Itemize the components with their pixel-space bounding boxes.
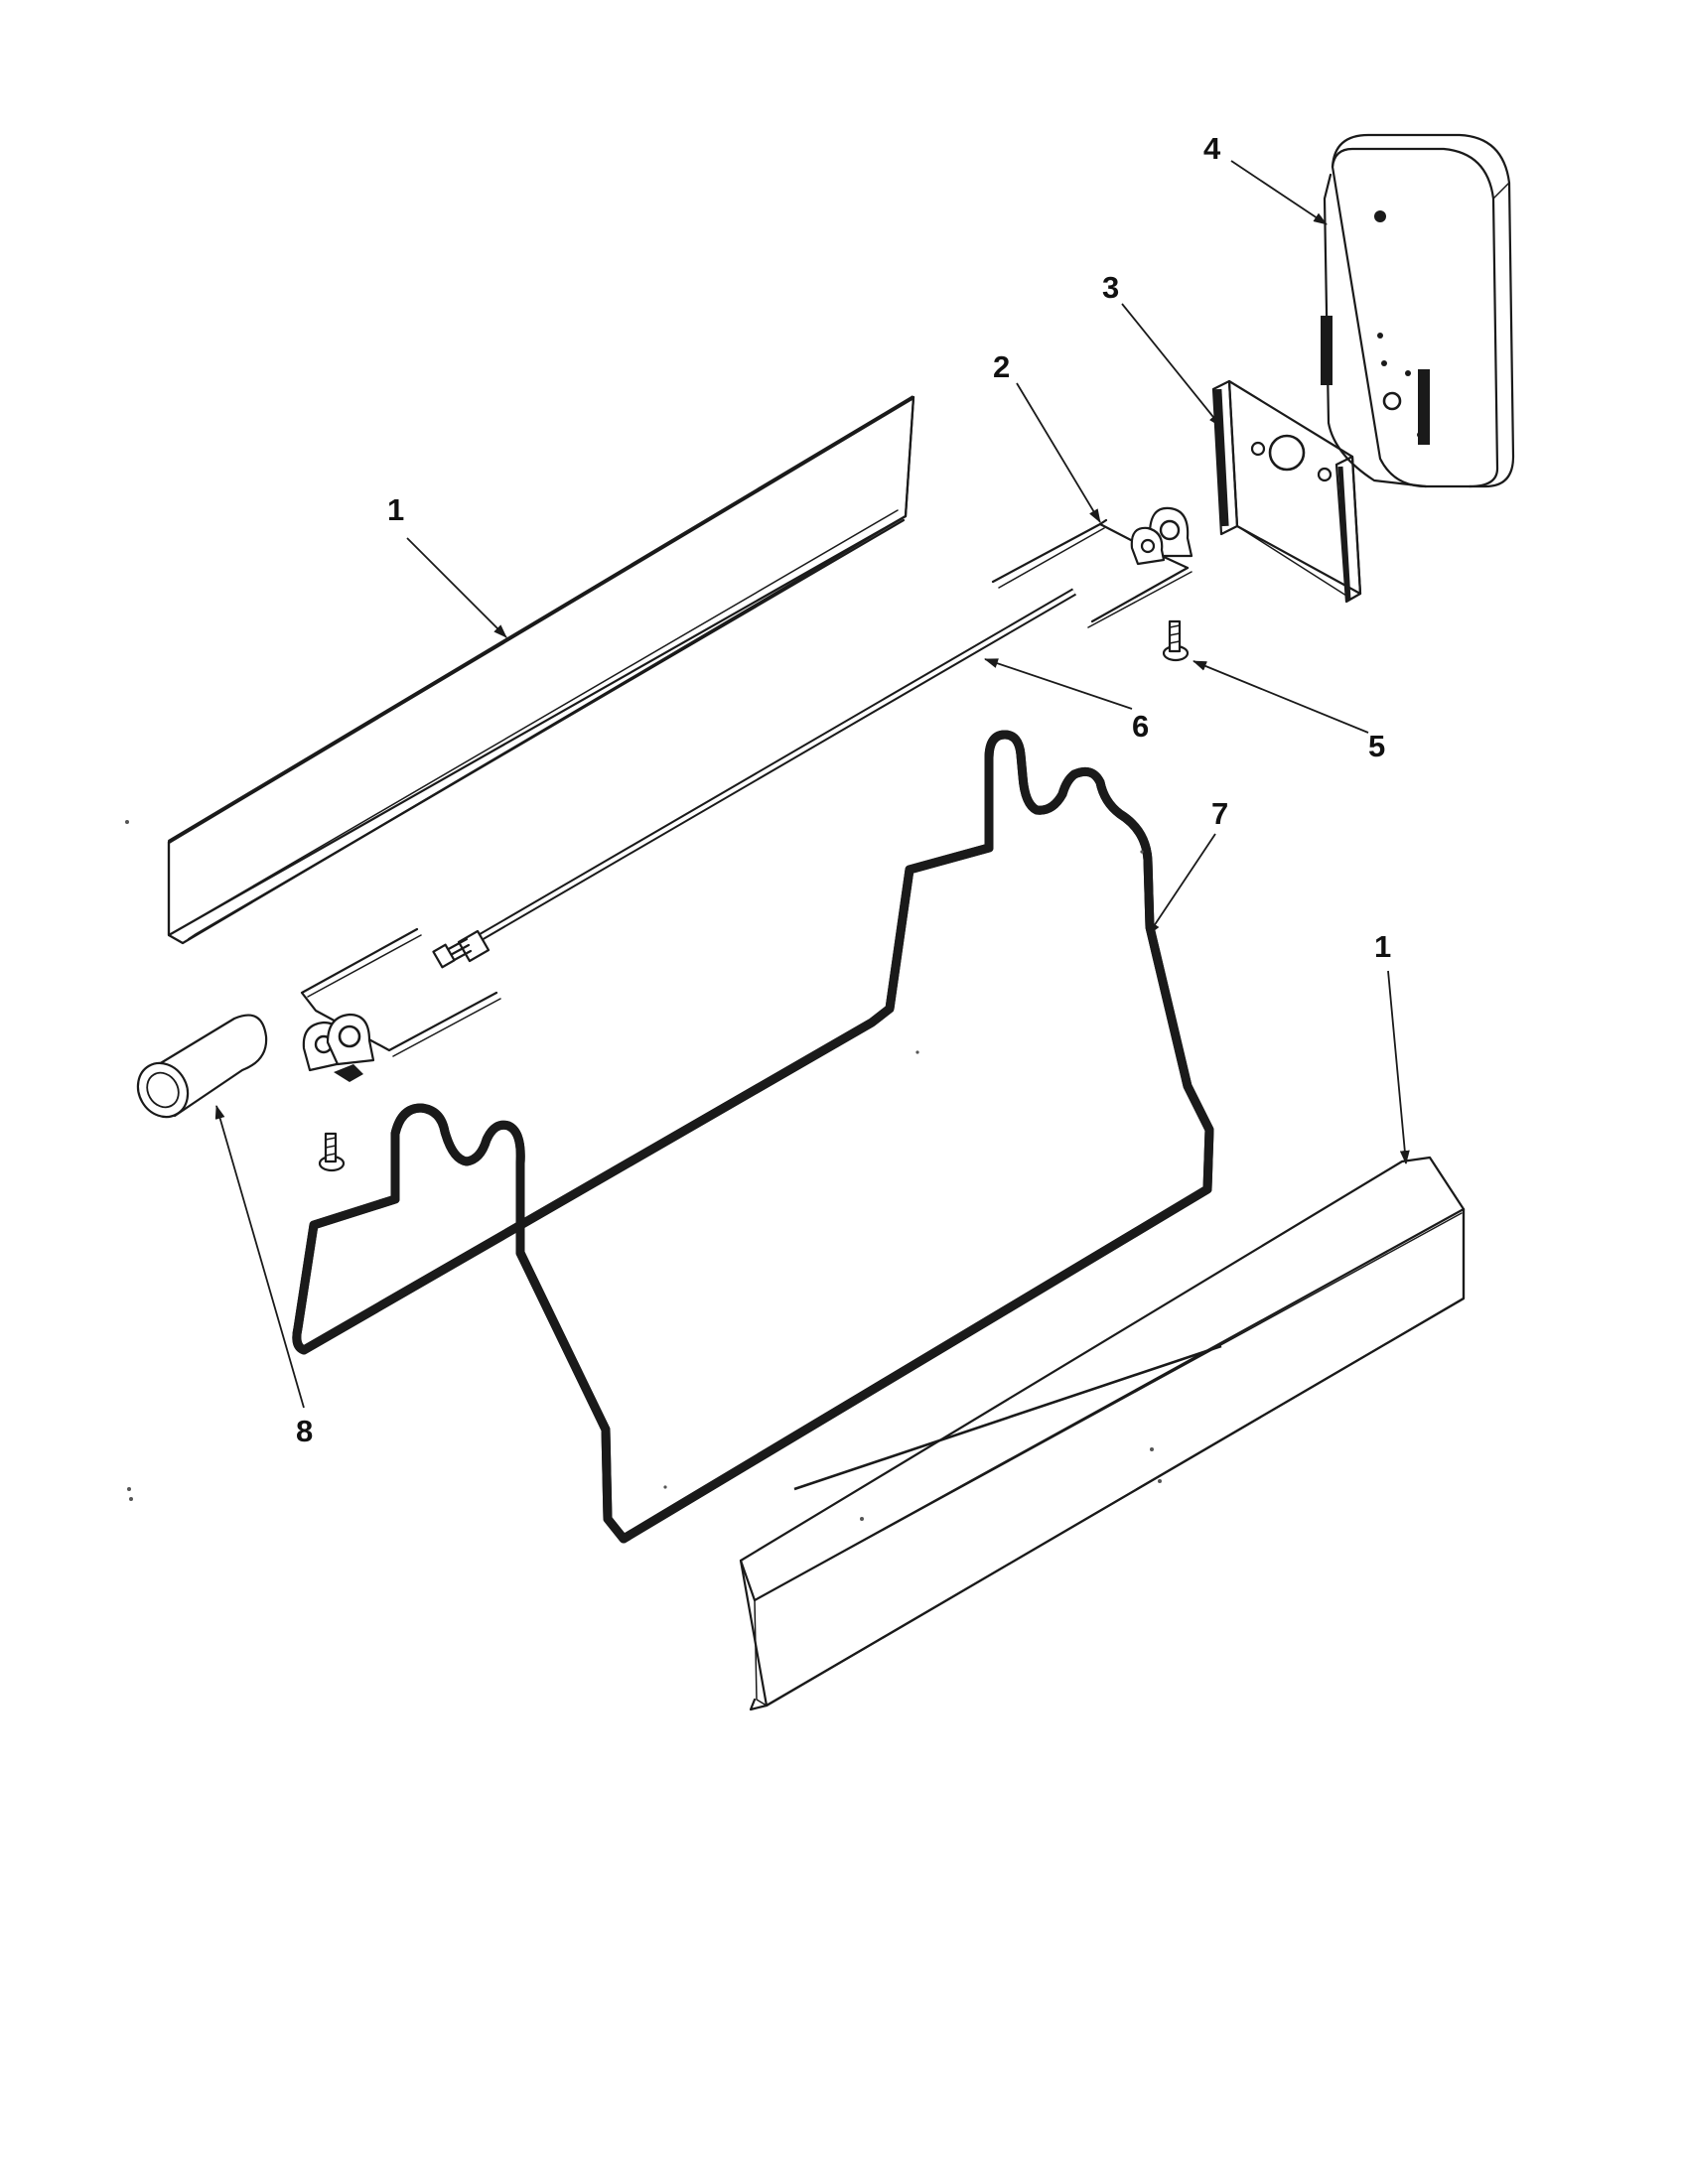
callout-6: 6 [1132, 709, 1149, 744]
callout-8: 8 [296, 1414, 313, 1448]
wire-rack [297, 730, 1214, 1544]
scan-specks [125, 820, 1162, 1521]
lower-trim-rail [739, 1156, 1466, 1711]
callout-4: 4 [1203, 131, 1221, 166]
screw-left [318, 1132, 346, 1172]
control-rod [432, 588, 1077, 969]
screw-right [1162, 619, 1190, 662]
left-rod-bracket [300, 927, 501, 1082]
callout-1-lower: 1 [1374, 929, 1391, 964]
upper-trim-rail [167, 395, 915, 945]
callout-3: 3 [1102, 270, 1119, 305]
callout-7: 7 [1211, 796, 1228, 831]
leader-lines [214, 160, 1410, 1409]
callout-2: 2 [993, 349, 1010, 384]
right-rod-bracket [991, 506, 1193, 628]
callout-labels: 1 1 2 3 4 5 6 7 8 [296, 131, 1391, 1448]
callout-1-upper: 1 [387, 492, 404, 527]
handle-knob [136, 1014, 268, 1119]
end-cover [1321, 133, 1515, 488]
callout-5: 5 [1368, 729, 1385, 763]
mounting-plate [1211, 379, 1362, 604]
